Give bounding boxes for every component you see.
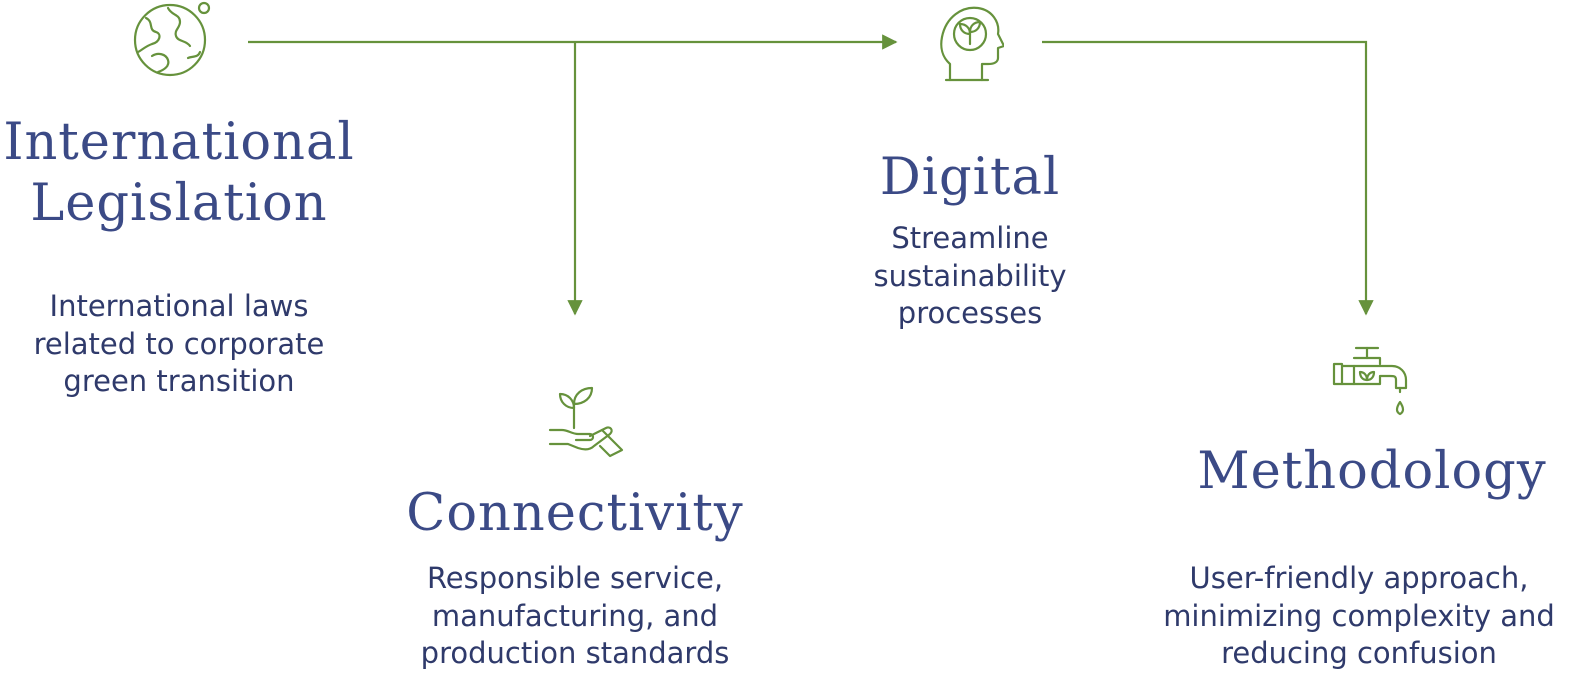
digital-title: Digital [879,148,1061,207]
head-plant-icon [938,2,1004,82]
methodology-description: User-friendly approach, minimizing compl… [1163,561,1555,671]
international-legislation-description: International laws related to corporate … [33,289,325,399]
connector-digital-to-methodology [1042,40,1374,316]
hand-sprout-icon [548,384,624,464]
connectivity-title: Connectivity [406,484,744,543]
globe-icon [128,0,212,80]
connectivity-description: Responsible service, manufacturing, and … [420,561,730,671]
digital-description: Streamline sustainability processes [873,221,1067,331]
international-legislation-title: International Legislation [3,113,355,234]
methodology-title: Methodology [1197,442,1547,501]
water-tap-icon [1332,346,1412,428]
